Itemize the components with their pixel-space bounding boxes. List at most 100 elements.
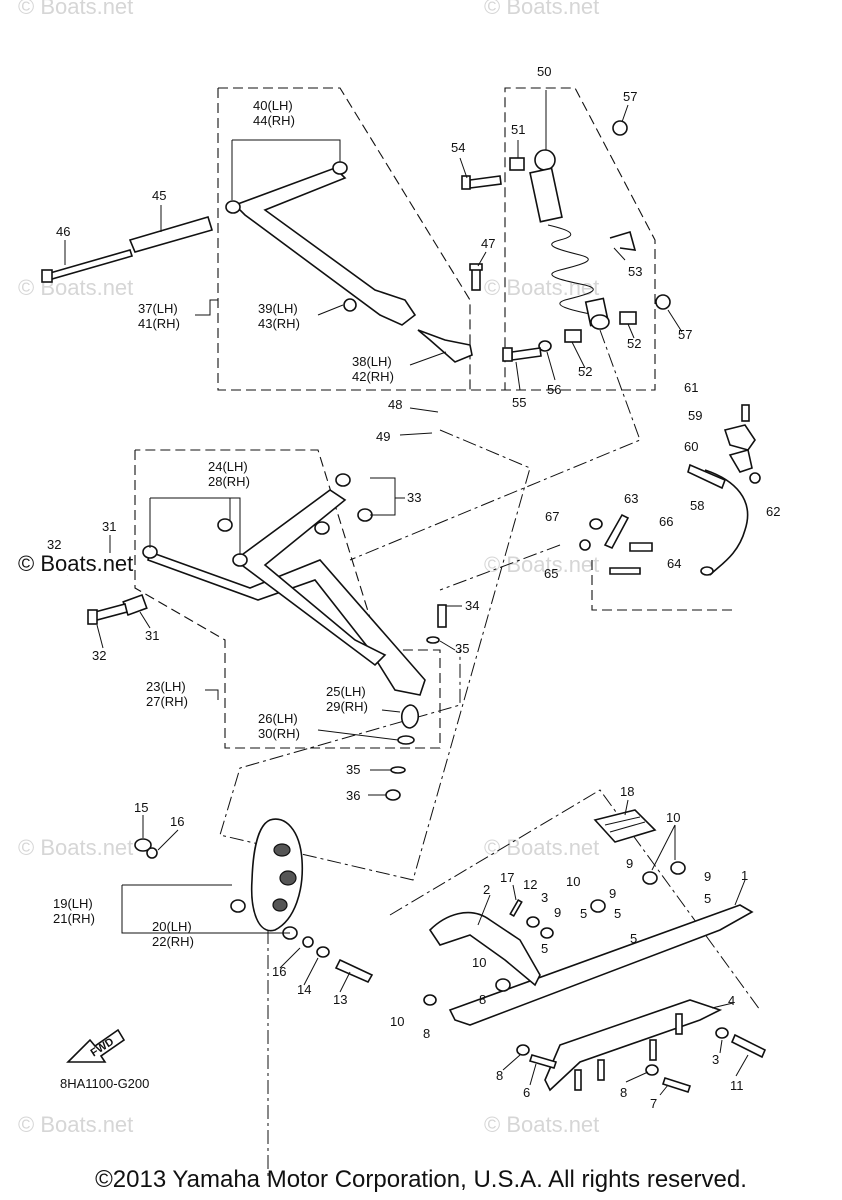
watermark: © Boats.net xyxy=(484,1112,599,1137)
watermark: © Boats.net xyxy=(484,0,599,19)
label-11: 11 xyxy=(730,1078,744,1093)
ball-joint-25 xyxy=(400,704,420,729)
label-10c: 10 xyxy=(472,955,486,970)
leader-lines xyxy=(219,329,761,1180)
link-group-outline xyxy=(591,560,735,611)
bolt-66 xyxy=(629,542,653,552)
label-51: 51 xyxy=(511,122,525,137)
label-39: 39(LH) xyxy=(258,301,298,316)
washer-35-top xyxy=(426,636,440,644)
label-62: 62 xyxy=(766,504,780,519)
label-3a: 3 xyxy=(541,890,548,905)
label-48: 48 xyxy=(388,397,402,412)
bolt-55 xyxy=(511,347,542,361)
label-5a: 5 xyxy=(704,891,711,906)
clamp-60 xyxy=(728,449,753,473)
label-23: 23(LH) xyxy=(146,679,186,694)
stud xyxy=(574,1069,582,1091)
stud xyxy=(649,1039,657,1061)
label-29: 29(RH) xyxy=(326,699,368,714)
collar-52b xyxy=(564,329,582,343)
label-16a: 16 xyxy=(170,814,184,829)
spindle-hole xyxy=(279,870,297,886)
washer-8 xyxy=(516,1044,530,1056)
bushing xyxy=(232,553,248,567)
shock-eye-bottom xyxy=(590,314,610,330)
nut-57-top xyxy=(612,120,628,136)
bushing xyxy=(217,518,233,532)
upper-arm-inner-outline xyxy=(218,87,471,390)
watermark: © Boats.net xyxy=(18,275,133,300)
label-9a: 9 xyxy=(626,856,633,871)
cable-sleeve xyxy=(687,463,727,490)
bolt-55-head xyxy=(502,347,513,362)
ski-bumper-18 xyxy=(593,809,657,843)
cable-end xyxy=(700,566,714,576)
label-31b: 31 xyxy=(145,628,159,643)
label-57b: 57 xyxy=(678,327,692,342)
ski-outline-leader xyxy=(389,789,761,1011)
bolt-32 xyxy=(94,603,128,621)
label-31a: 31 xyxy=(102,519,116,534)
bolt-47 xyxy=(471,267,481,291)
bushing xyxy=(335,473,351,487)
label-33: 33 xyxy=(407,490,421,505)
label-5e: 5 xyxy=(541,941,548,956)
collar-14 xyxy=(316,946,330,958)
clamp-59 xyxy=(723,424,756,451)
overlay-watermark: © Boats.net xyxy=(18,551,134,576)
label-14: 14 xyxy=(297,982,311,997)
watermark: © Boats.net xyxy=(18,1112,133,1137)
label-8c: 8 xyxy=(496,1068,503,1083)
bushing-12 xyxy=(526,916,540,928)
label-37: 37(LH) xyxy=(138,301,178,316)
link-leader xyxy=(439,544,561,591)
bumper-ribs xyxy=(604,816,646,833)
label-66: 66 xyxy=(659,514,673,529)
bolt-11 xyxy=(730,1033,767,1059)
shaft-13 xyxy=(334,958,374,984)
clip-53 xyxy=(609,230,637,251)
label-9c: 9 xyxy=(609,886,616,901)
upper-arm-body xyxy=(233,167,417,326)
ski-runner-4 xyxy=(544,999,723,1092)
watermark: © Boats.net xyxy=(484,552,599,577)
label-9d: 9 xyxy=(554,905,561,920)
label-57a: 57 xyxy=(623,89,637,104)
nut-57-bottom xyxy=(655,294,671,310)
label-58: 58 xyxy=(690,498,704,513)
bushing xyxy=(357,508,373,522)
label-5c: 5 xyxy=(580,906,587,921)
stabilizer-link xyxy=(579,404,761,576)
pin-17 xyxy=(509,898,523,918)
label-45: 45 xyxy=(152,188,166,203)
bolt-32-head xyxy=(87,609,98,625)
label-1: 1 xyxy=(741,868,748,883)
nut-10a xyxy=(670,861,686,875)
label-54: 54 xyxy=(451,140,465,155)
nut-36 xyxy=(385,789,401,801)
label-6: 6 xyxy=(523,1085,530,1100)
label-8b: 8 xyxy=(423,1026,430,1041)
label-16b: 16 xyxy=(272,964,286,979)
ball-joint-38 xyxy=(417,329,473,363)
bolt-64 xyxy=(609,567,641,575)
watermark: © Boats.net xyxy=(484,835,599,860)
bolt-34 xyxy=(437,604,447,628)
nut-10e xyxy=(423,994,437,1006)
nut-10c xyxy=(590,899,606,913)
label-50: 50 xyxy=(537,64,551,79)
collar-52 xyxy=(619,311,637,325)
label-21: 21(RH) xyxy=(53,911,95,926)
label-10a: 10 xyxy=(666,810,680,825)
label-4: 4 xyxy=(728,993,735,1008)
label-12: 12 xyxy=(523,877,537,892)
label-41: 41(RH) xyxy=(138,316,180,331)
ski-handle-2 xyxy=(428,911,541,987)
ski-body-1 xyxy=(448,904,754,1026)
label-9b: 9 xyxy=(704,869,711,884)
label-61: 61 xyxy=(684,380,698,395)
label-46: 46 xyxy=(56,224,70,239)
washer-16a xyxy=(146,847,158,859)
